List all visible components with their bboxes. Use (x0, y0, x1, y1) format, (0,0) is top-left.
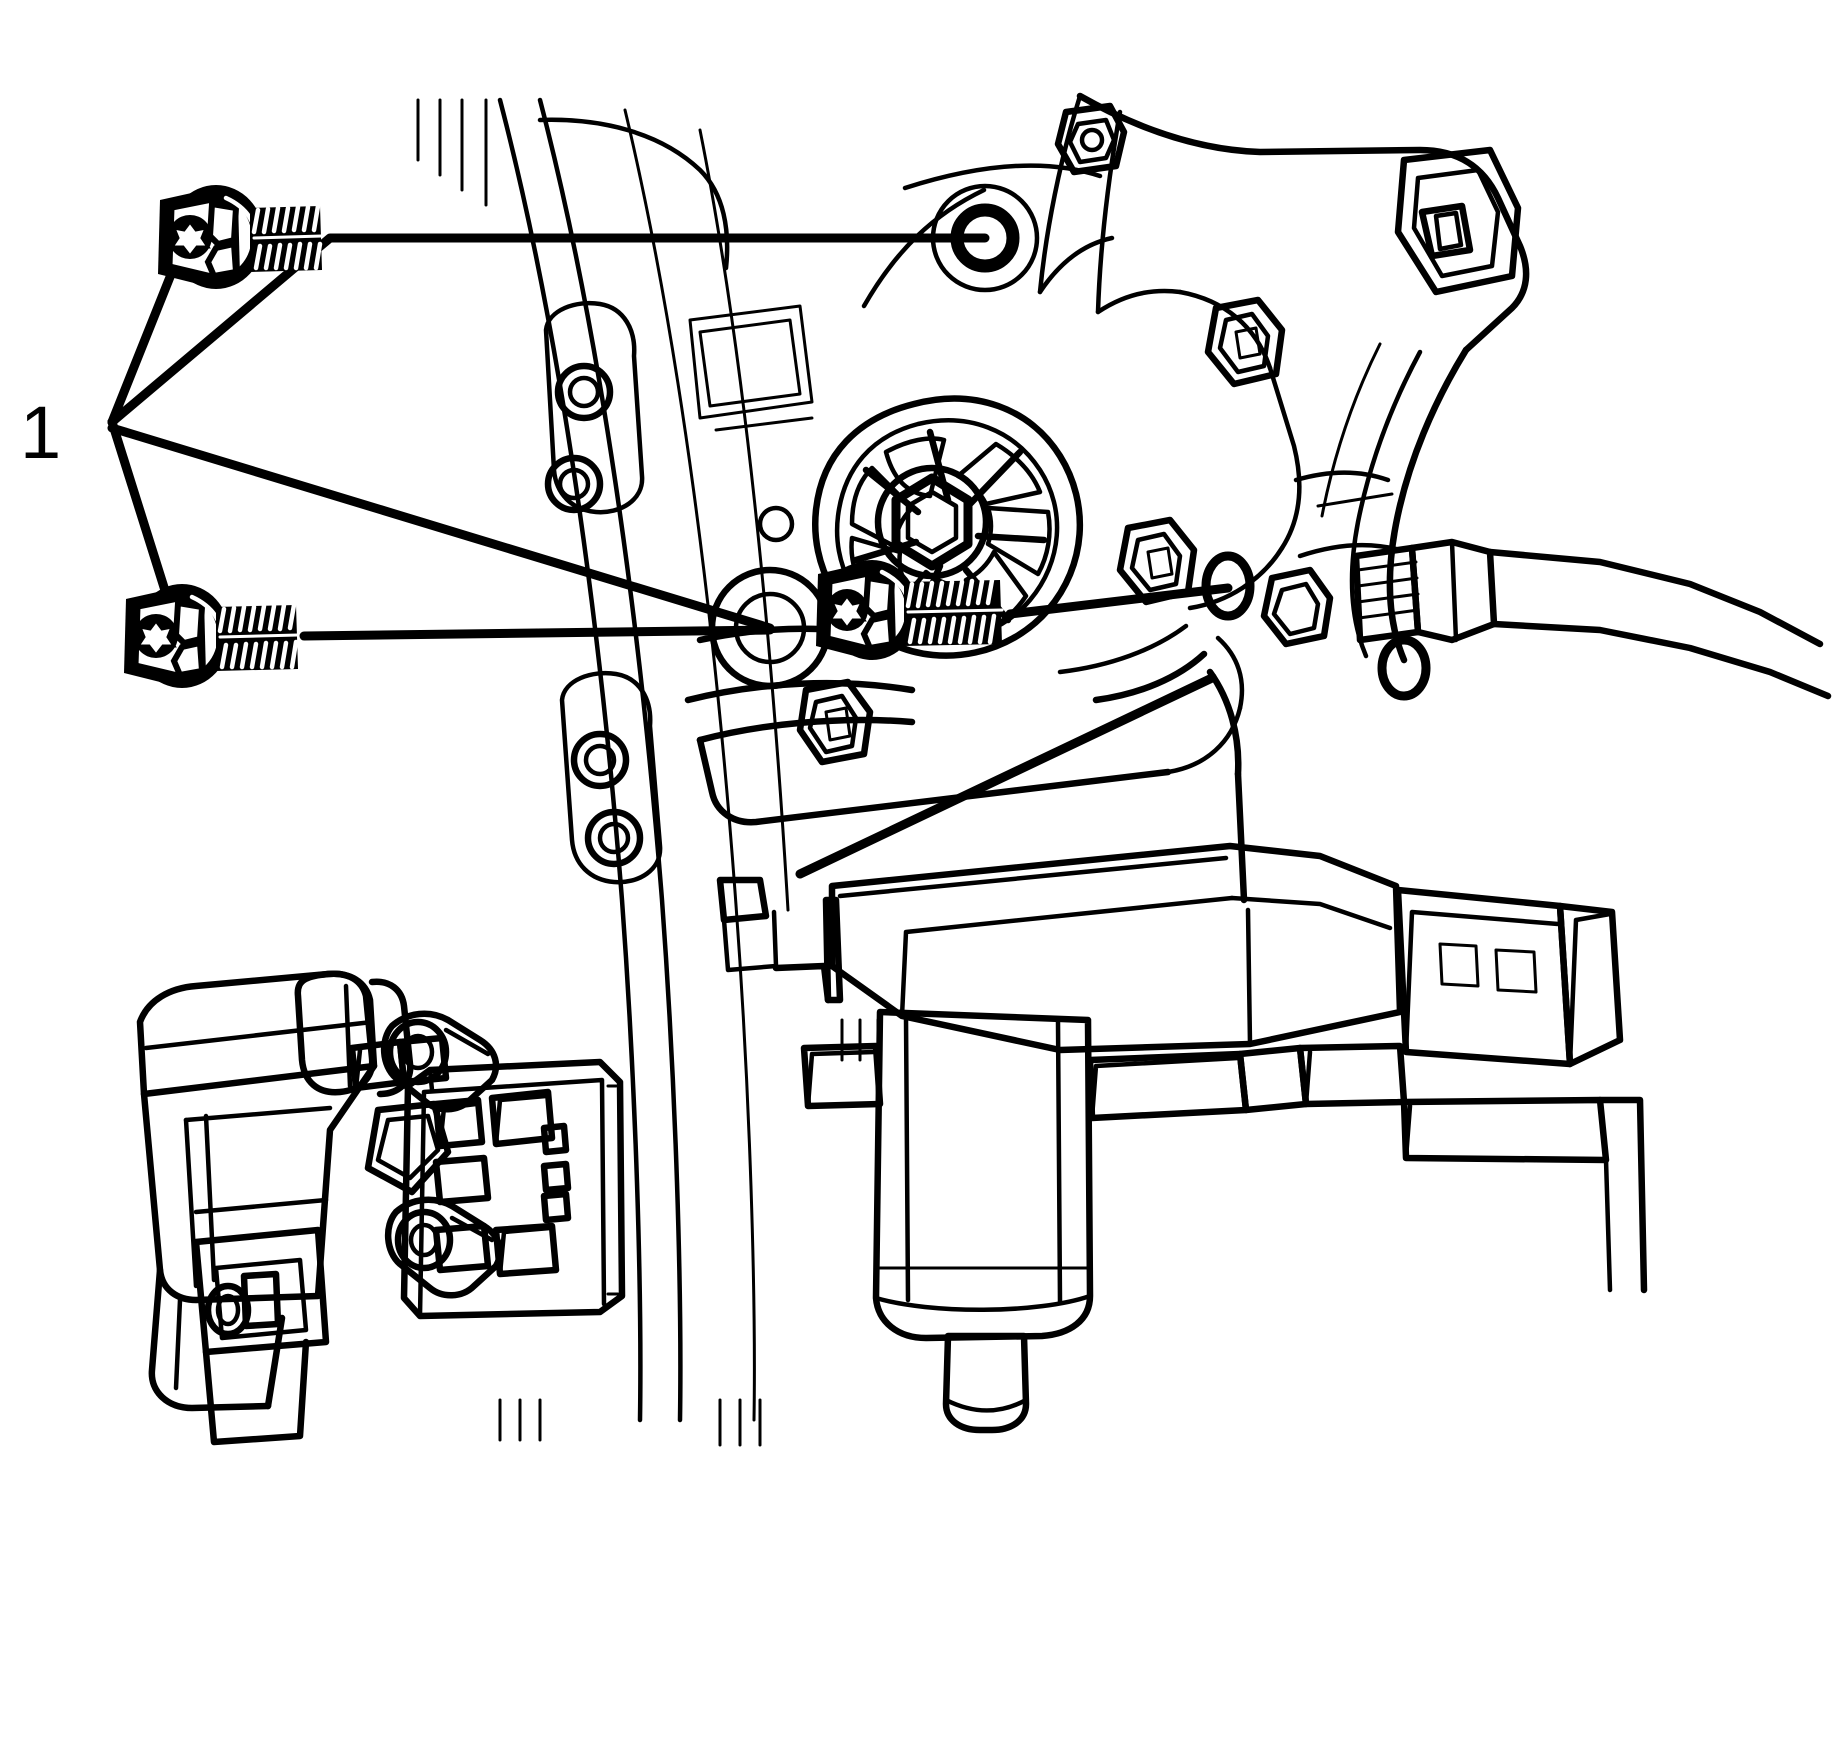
window-regulator-mounting-bolt-lower (124, 584, 300, 688)
carrier-roller-lower (385, 1196, 504, 1299)
regulator-hex-bolt-arm (796, 678, 874, 766)
bolt-threads (217, 602, 300, 670)
regulator-pilot-hole (757, 505, 795, 543)
window-regulator-mounting-bolt-upper (158, 185, 324, 289)
threaded-stud (1352, 538, 1832, 700)
right-mounting-hole (1201, 551, 1255, 621)
window-sash-lift-bracket (136, 970, 626, 1446)
window-regulator-motor (772, 842, 1648, 1434)
torx-recess (168, 215, 212, 259)
torx-recess (826, 589, 868, 631)
bolt-threads (905, 577, 1004, 645)
regulator-lug-far-right (1260, 566, 1334, 648)
panel-slot-upper (543, 300, 645, 515)
right-lower-hole (1377, 635, 1431, 701)
bolt-threads (251, 203, 324, 271)
door-inner-panel (416, 97, 814, 1447)
panel-slot-lower (559, 670, 663, 885)
torx-recess (134, 614, 178, 658)
window-regulator-mounting-bolt-installed (816, 560, 1004, 660)
carrier-roller-upper (381, 1010, 500, 1113)
sector-gear (812, 395, 1084, 659)
callout-1-leader-lines (107, 233, 1233, 879)
regulator-boss-top (1054, 102, 1128, 176)
callout-1-label: 1 (20, 391, 61, 474)
bracket-lug-top-right (1394, 146, 1522, 296)
